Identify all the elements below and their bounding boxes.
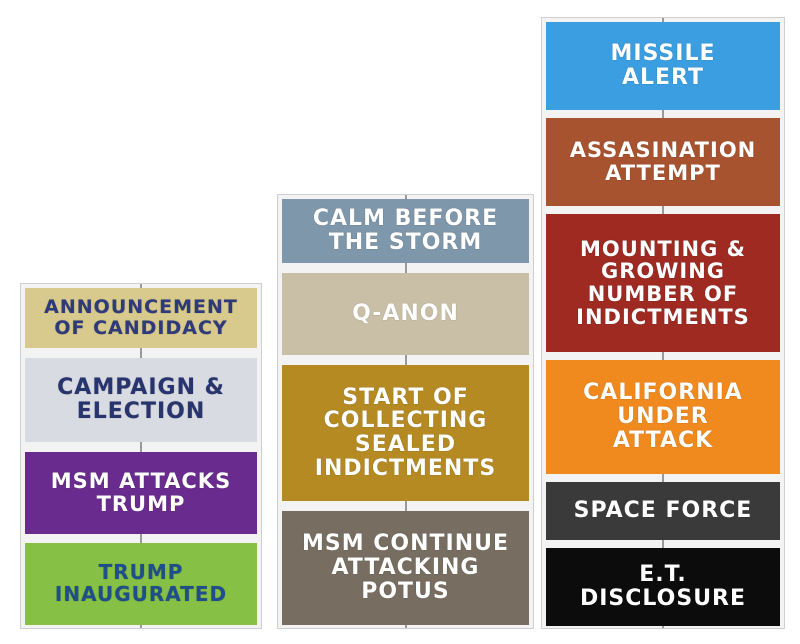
block-msm-attacks-trump: MSM ATTACKS TRUMP — [25, 452, 257, 534]
block-space-force: SPACE FORCE — [546, 482, 780, 540]
block-label: CAMPAIGN & ELECTION — [57, 375, 225, 424]
block-label: MOUNTING & GROWING NUMBER OF INDICTMENTS — [576, 236, 750, 329]
column-1: ANNOUNCEMENT OF CANDIDACY CAMPAIGN & ELE… — [20, 283, 262, 629]
block-assasination-attempt: ASSASINATION ATTEMPT — [546, 118, 780, 206]
block-label: TRUMP INAUGURATED — [54, 560, 228, 606]
block-et-disclosure: E.T. DISCLOSURE — [546, 548, 780, 626]
block-label: Q-ANON — [352, 301, 459, 327]
block-label: E.T. DISCLOSURE — [579, 562, 747, 611]
block-msm-continue-attacking-potus: MSM CONTINUE ATTACKING POTUS — [282, 511, 529, 625]
block-q-anon: Q-ANON — [282, 273, 529, 355]
column-3: MISSILE ALERT ASSASINATION ATTEMPT MOUNT… — [541, 17, 785, 629]
block-label: START OF COLLECTING SEALED INDICTMENTS — [314, 384, 497, 481]
block-label: ANNOUNCEMENT OF CANDIDACY — [44, 296, 238, 339]
block-label: CALIFORNIA UNDER ATTACK — [583, 380, 743, 453]
block-label: MISSILE ALERT — [610, 41, 716, 90]
block-trump-inaugurated: TRUMP INAUGURATED — [25, 543, 257, 625]
block-announcement-of-candidacy: ANNOUNCEMENT OF CANDIDACY — [25, 288, 257, 348]
block-label: ASSASINATION ATTEMPT — [569, 138, 757, 185]
block-missile-alert: MISSILE ALERT — [546, 22, 780, 110]
column-2: CALM BEFORE THE STORM Q-ANON START OF CO… — [277, 194, 534, 629]
block-label: MSM ATTACKS TRUMP — [50, 469, 232, 516]
block-campaign-election: CAMPAIGN & ELECTION — [25, 358, 257, 442]
block-california-under-attack: CALIFORNIA UNDER ATTACK — [546, 360, 780, 474]
block-label: CALM BEFORE THE STORM — [312, 206, 499, 255]
block-label: SPACE FORCE — [573, 498, 753, 524]
block-label: MSM CONTINUE ATTACKING POTUS — [301, 531, 510, 604]
block-calm-before-the-storm: CALM BEFORE THE STORM — [282, 199, 529, 263]
block-mounting-growing-number-of-indictments: MOUNTING & GROWING NUMBER OF INDICTMENTS — [546, 214, 780, 352]
block-start-of-collecting-sealed-indictments: START OF COLLECTING SEALED INDICTMENTS — [282, 365, 529, 501]
